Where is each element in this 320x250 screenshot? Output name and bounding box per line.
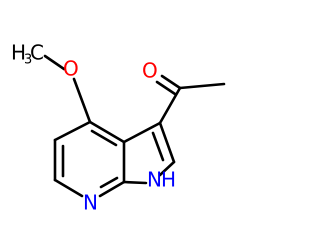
bond-c3a-c3 [122, 121, 162, 144]
atom-label-pyridine-nitrogen: N [83, 191, 98, 215]
bond-c3a-c4-inner [90, 129, 118, 147]
bond-c3-carbonyl-c [158, 86, 182, 125]
bond-c4-o-ether [72, 77, 92, 124]
bond-carbonyl-c-o-inner [155, 80, 177, 96]
bond-c4-c5 [53, 120, 92, 142]
bond-n7-c7a [98, 180, 126, 198]
atom-label-ether-oxygen: O [63, 57, 79, 81]
bond-c3a-c4 [88, 120, 126, 144]
bond-c6-n7 [53, 178, 84, 198]
atom-label-pyrrole-nitrogen: N [147, 168, 162, 192]
atom-label-methoxy-subscript: 3 [24, 53, 32, 68]
atom-label-methoxy-h: H [11, 41, 26, 65]
bond-c3-c2 [158, 121, 176, 164]
bond-n7-c7a-inner [99, 176, 119, 189]
bond-n1-c7a [122, 180, 148, 185]
bond-carbonyl-c-o [160, 74, 182, 90]
atom-label-methoxy-c: C [30, 41, 44, 65]
bond-carbonyl-c-ch3 [178, 82, 226, 90]
atom-label-pyrrole-hydrogen: H [161, 168, 176, 192]
chemical-structure-diagram: H 3 C O O N N H [11, 41, 226, 215]
bond-o-ch3 [43, 54, 66, 71]
bond-c2-n1 [158, 160, 176, 177]
atom-label-carbonyl-oxygen: O [142, 59, 158, 83]
bond-c3-c2-inner [151, 131, 165, 162]
